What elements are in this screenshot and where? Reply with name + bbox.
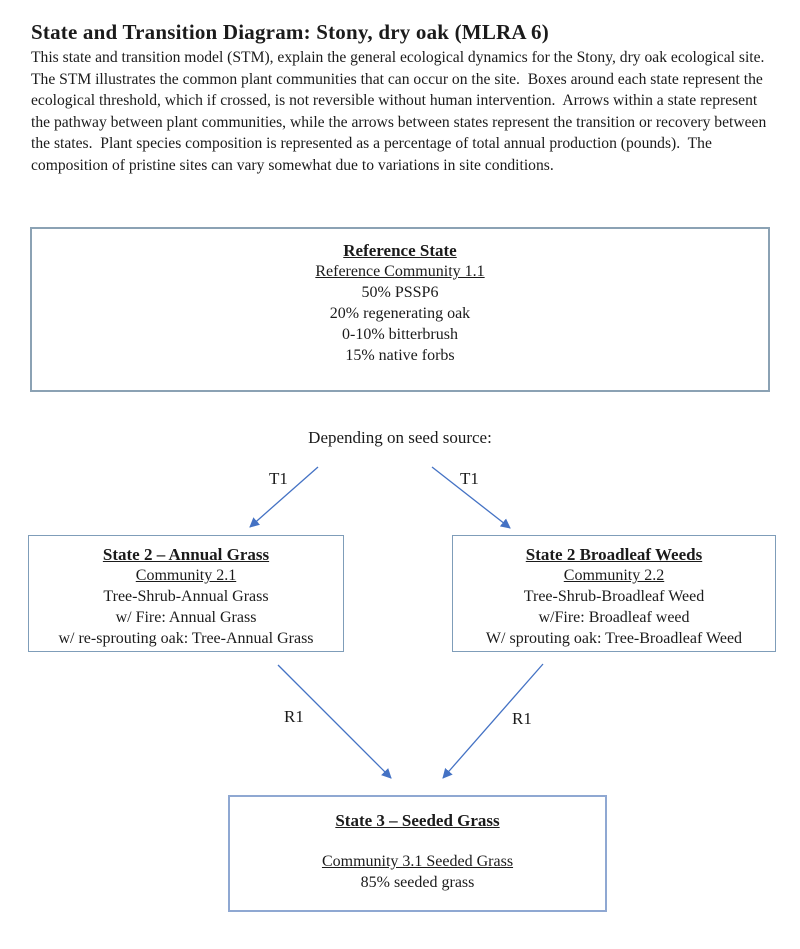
- state2-broadleaf-weeds-line: w/Fire: Broadleaf weed: [538, 609, 690, 626]
- state2-broadleaf-weeds-title: State 2 Broadleaf Weeds: [525, 545, 703, 564]
- community-3-1-label: Community 3.1 Seeded Grass: [321, 853, 514, 870]
- composition-line: 20% regenerating oak: [329, 305, 471, 322]
- state2-annual-grass-line: w/ Fire: Annual Grass: [115, 609, 257, 626]
- page-title: State and Transition Diagram: Stony, dry…: [31, 20, 549, 44]
- r1-right-transition-label: R1: [512, 709, 532, 728]
- state2-annual-grass-box: State 2 – Annual Grass Community 2.1 Tre…: [28, 535, 344, 652]
- composition-line: 50% PSSP6: [361, 284, 439, 301]
- t1-left-transition-label: T1: [269, 469, 288, 488]
- intro-paragraph: This state and transition model (STM), e…: [31, 49, 772, 174]
- state3-seeded-grass-box: State 3 – Seeded Grass Community 3.1 See…: [228, 795, 607, 912]
- reference-state-box: Reference State Reference Community 1.1 …: [30, 227, 770, 392]
- state3-seeded-grass-title: State 3 – Seeded Grass: [335, 811, 500, 830]
- document-header: State and Transition Diagram: Stony, dry…: [31, 20, 773, 176]
- state2-annual-grass-line: w/ re-sprouting oak: Tree-Annual Grass: [58, 630, 314, 647]
- state3-seeded-grass-line: 85% seeded grass: [360, 874, 475, 891]
- state2-broadleaf-weeds-line: Tree-Shrub-Broadleaf Weed: [523, 588, 705, 605]
- composition-line: 0-10% bitterbrush: [342, 326, 458, 343]
- community-2-2-label: Community 2.2: [563, 567, 665, 584]
- reference-community-label: Reference Community 1.1: [315, 263, 485, 280]
- state2-broadleaf-weeds-box: State 2 Broadleaf Weeds Community 2.2 Tr…: [452, 535, 776, 652]
- t1-right-transition-label: T1: [460, 469, 479, 488]
- community-2-1-label: Community 2.1: [135, 567, 237, 584]
- seed-source-caption: Depending on seed source:: [308, 428, 492, 447]
- reference-state-title: Reference State: [343, 241, 457, 260]
- state2-broadleaf-weeds-line: W/ sprouting oak: Tree-Broadleaf Weed: [485, 630, 743, 647]
- composition-line: 15% native forbs: [345, 347, 455, 364]
- state2-annual-grass-title: State 2 – Annual Grass: [102, 545, 270, 564]
- state2-annual-grass-line: Tree-Shrub-Annual Grass: [103, 588, 269, 605]
- r1-left-transition-label: R1: [284, 707, 304, 726]
